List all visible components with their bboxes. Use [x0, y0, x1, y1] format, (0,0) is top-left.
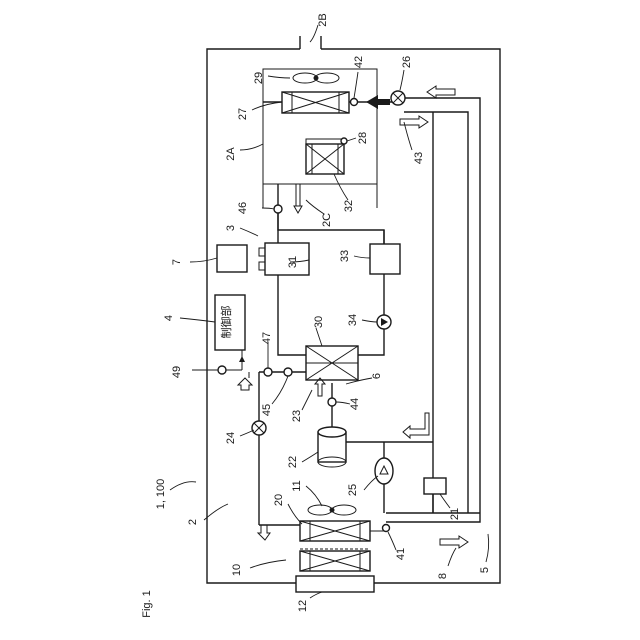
- heater-core: [306, 139, 344, 174]
- sensor-42: [351, 99, 358, 106]
- expansion-valve-26: [391, 91, 405, 105]
- sensor-44: [328, 398, 336, 406]
- label-25: 25: [347, 484, 359, 496]
- label-29: 29: [253, 72, 265, 84]
- blower-fan: [293, 73, 339, 83]
- label-22: 22: [287, 456, 299, 468]
- component-7: [217, 245, 247, 272]
- label-46: 46: [237, 202, 249, 214]
- label-24: 24: [225, 432, 237, 444]
- component-33: [370, 244, 400, 274]
- sensor-49: [218, 366, 226, 374]
- label-41: 41: [395, 548, 407, 560]
- expansion-valve-24: [252, 421, 266, 435]
- label-8: 8: [437, 573, 449, 579]
- label-28: 28: [357, 132, 369, 144]
- label-5: 5: [479, 567, 491, 573]
- sensor-28: [341, 138, 347, 144]
- label-3: 3: [225, 225, 237, 231]
- sensor-46: [274, 205, 282, 213]
- chiller-heat-exchanger: [306, 346, 358, 380]
- figure-title: Fig. 1: [141, 590, 153, 618]
- label-2A: 2A: [225, 147, 237, 161]
- label-21: 21: [449, 508, 461, 520]
- label-33: 33: [339, 250, 351, 262]
- label-34: 34: [347, 314, 359, 326]
- control-unit: 制御部: [215, 295, 245, 350]
- label-27: 27: [237, 108, 249, 120]
- condenser-fan: [308, 505, 356, 515]
- label-44: 44: [349, 398, 361, 410]
- sensor-47: [264, 368, 272, 376]
- label-47: 47: [261, 332, 273, 344]
- control-unit-label: 制御部: [219, 306, 233, 339]
- label-2: 2: [187, 519, 199, 525]
- radiator: [300, 551, 370, 571]
- label-10: 10: [231, 564, 243, 576]
- indoor-heat-exchanger: [282, 92, 349, 113]
- drain-pipe: [294, 184, 302, 213]
- accumulator: [318, 427, 346, 467]
- sensor-41: [383, 525, 390, 532]
- component-21: [424, 478, 446, 494]
- label-11: 11: [291, 480, 303, 491]
- flow-arrow-icon: [366, 95, 390, 109]
- label-30: 30: [313, 316, 325, 328]
- outdoor-heat-exchanger: [300, 521, 370, 541]
- label-43: 43: [413, 152, 425, 164]
- receiver-tank: [375, 458, 393, 484]
- label-23: 23: [291, 410, 303, 422]
- label-45: 45: [261, 404, 273, 416]
- pump-34: [377, 315, 391, 329]
- label-32: 32: [343, 200, 355, 212]
- label-4: 4: [163, 315, 175, 321]
- vehicle-frame: [207, 36, 500, 583]
- label-49: 49: [171, 366, 183, 378]
- label-26: 26: [401, 56, 413, 68]
- label-2C: 2C: [321, 213, 333, 227]
- front-grille: [296, 576, 374, 592]
- label-12: 12: [297, 600, 309, 612]
- label-20: 20: [273, 494, 285, 506]
- label-42: 42: [353, 56, 365, 68]
- label-7: 7: [171, 259, 183, 265]
- label-2B: 2B: [317, 13, 329, 26]
- label-1-100: 1, 100: [155, 479, 167, 510]
- sensor-45: [284, 368, 292, 376]
- label-31: 31: [287, 256, 299, 268]
- component-31: [259, 243, 309, 275]
- label-6: 6: [371, 373, 383, 379]
